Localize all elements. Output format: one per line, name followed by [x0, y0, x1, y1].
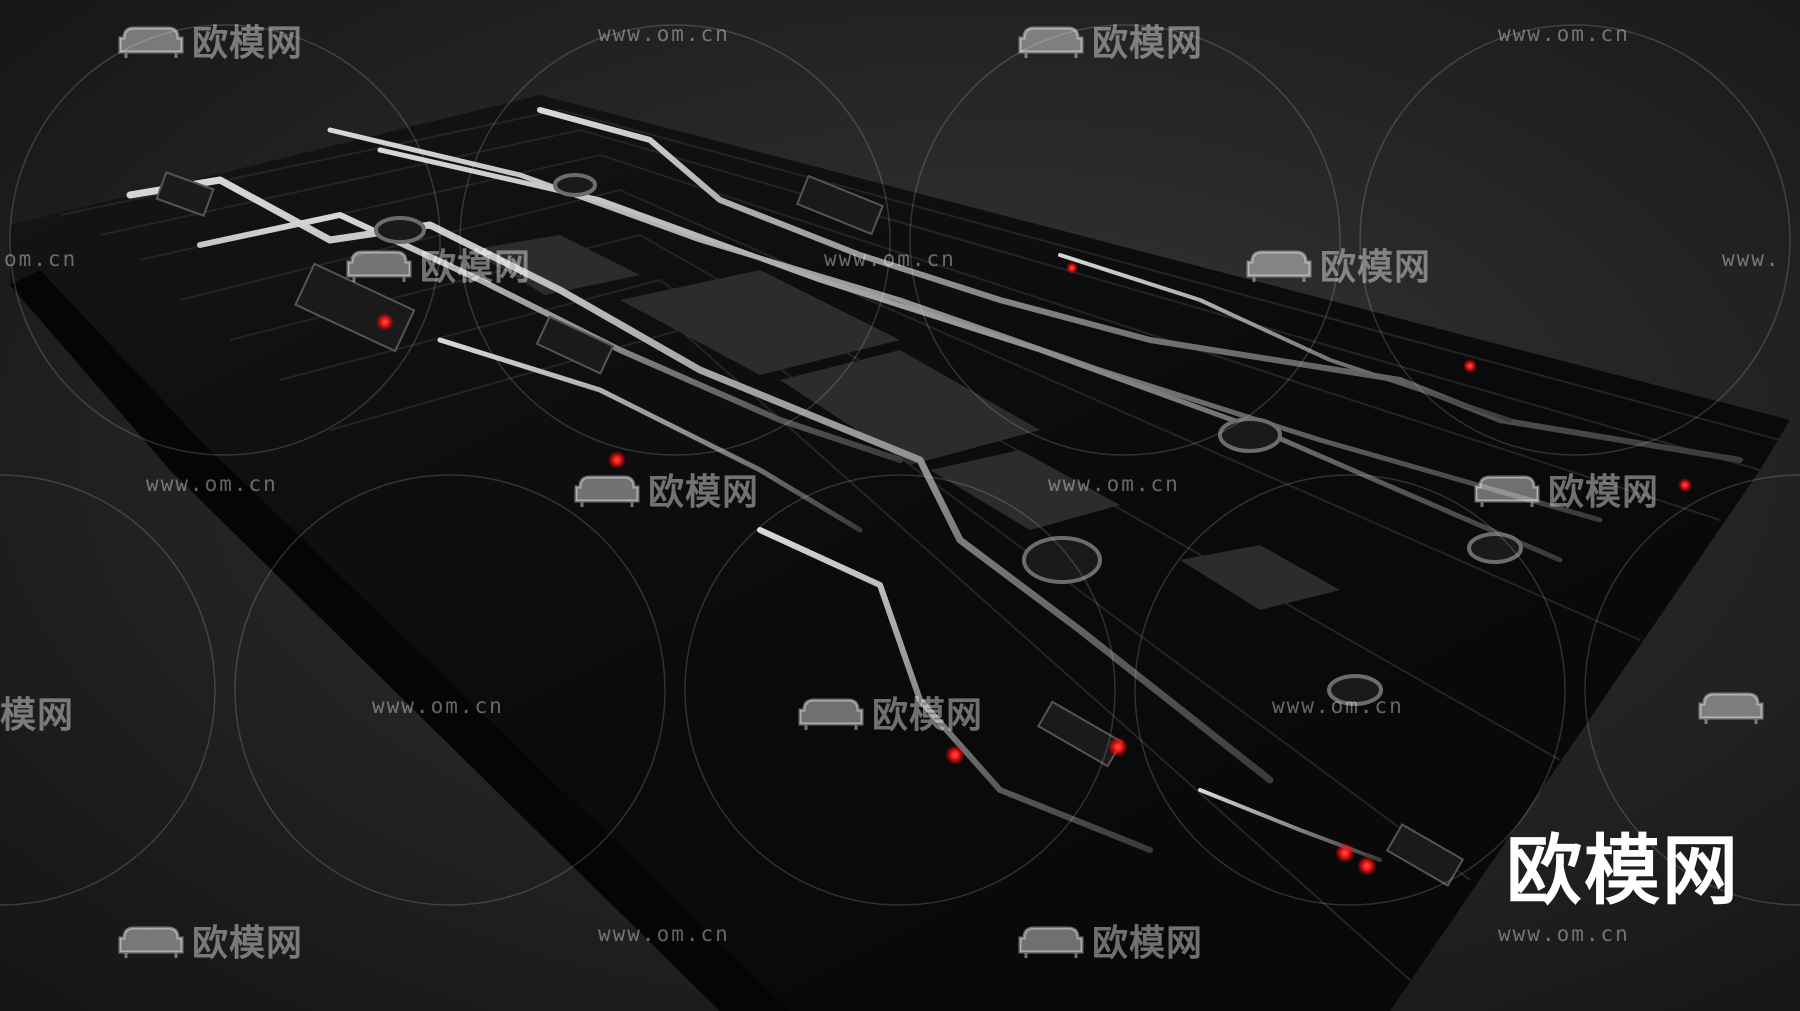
- brand-watermark: 欧模网: [1506, 826, 1740, 915]
- panel-edge: [10, 270, 790, 1011]
- round-emblems: [374, 173, 1523, 706]
- indicator-lights: [376, 262, 1692, 876]
- pipes: [126, 107, 1743, 862]
- recessed-plates: [470, 235, 1340, 610]
- panel-base: [10, 95, 1790, 1011]
